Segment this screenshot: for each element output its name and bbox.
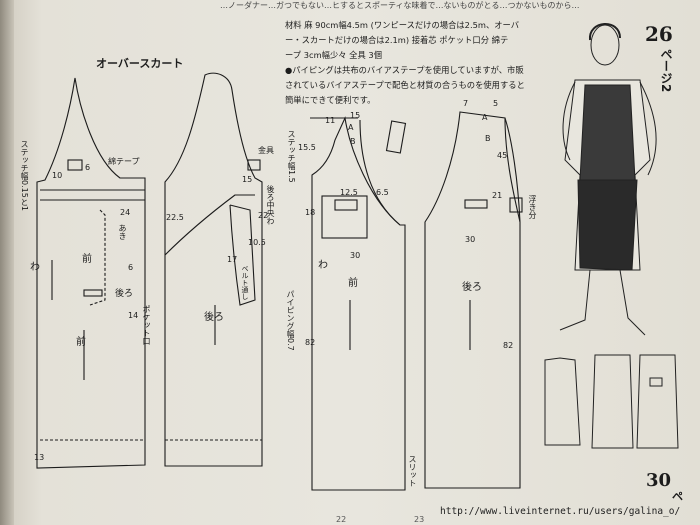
back-armhole [504,117,521,223]
slit-label: スリット [408,455,417,487]
belt-loop-label: ベルト通し [241,265,249,300]
footer-page-number-right: 23 [414,515,425,524]
dim-label: 22.5 [166,213,184,222]
stitch-width-label: ステッチ幅0.15と1 [20,140,29,211]
model-leg [559,269,591,331]
model-arm [562,81,576,161]
dim-label: 13 [34,453,44,462]
back-opening-line [164,194,255,256]
grain-label: わ [318,259,328,271]
dim-label: 30 [465,235,475,244]
materials-line: ●パイピングは共布のバイアステープを使用していますが、市販 [285,65,524,75]
tab-piece [385,120,407,154]
dim-label: 82 [305,338,315,347]
dim-label: 6 [85,163,90,172]
pattern-title: オーバースカート [96,57,184,70]
page-number-30: 30 [646,470,672,491]
model-hair [588,23,621,41]
label-back: 後ろ [115,287,133,299]
dim-label: 17 [227,255,237,264]
model-head [590,24,620,66]
materials-line: 材料 麻 90cm幅4.5m (ワンピースだけの場合は2.5m、オーバ [285,20,520,30]
side-fitting [509,197,523,213]
flat-sketch-overskirt [544,357,581,446]
top-text-strip: …ノーダナー…ガつでもない…ヒするとスポーティな味着で…ないものがとる…つかない… [220,1,580,10]
pocket-marker [83,289,103,297]
label-front: 前 [82,252,92,265]
dim-label: 7 [463,99,468,108]
grain-label: わ [30,261,40,273]
page-number-label: ページ2 [659,48,673,93]
label-back: 後ろ [462,280,482,293]
fittings-label: 金具 [258,145,274,155]
dim-label: 21 [492,191,502,200]
materials-line: されているバイアステープで配色と材質の合うものを使用すると [285,80,525,90]
materials-line: ープ 3cm幅少々 全具 3個 [285,50,382,60]
dim-label: 6.5 [376,188,389,197]
pocket-flap [334,199,358,211]
page-gutter [0,0,14,525]
dim-label: 45 [497,151,507,160]
fittings-marker [247,159,261,171]
dim-label: 12.5 [340,188,358,197]
float-label: 浮き分 [528,195,537,219]
materials-text: 材料 麻 90cm幅4.5m (ワンピースだけの場合は2.5m、オーバ ー・スカ… [285,18,585,108]
back-pocket [464,199,488,209]
model-leg [619,269,646,336]
label-front: 前 [76,335,86,348]
label-back: 後ろ [204,310,224,323]
dim-label: B [485,134,491,143]
dim-label: 15 [350,111,360,120]
overskirt-front-piece [36,77,146,469]
materials-line: 簡単にできて便利です。 [285,95,376,105]
dim-label: 5 [493,99,498,108]
stitch-width-label-2: ステッチ幅1.5 [287,130,296,183]
footer-page-number-left: 22 [336,515,347,524]
page-number-30-label: ペ [672,490,683,503]
dress-front-piece [311,116,406,491]
dim-label: 82 [503,341,513,350]
dim-label: A [482,113,488,122]
back-center-label: 後ろ中央わ [266,185,275,225]
flat-sketch-pocket [649,377,663,387]
dim-label: B [350,137,356,146]
overdress-skirt [577,179,638,271]
dim-label: 10.5 [248,238,266,247]
dim-label: A [348,123,354,132]
fittings-marker [67,159,83,171]
dim-label: 15.5 [298,143,316,152]
piping-width-label: パイピング幅0.7 [286,290,295,351]
dress-back-piece [424,111,521,489]
dim-label: 10 [52,171,62,180]
dim-label: 15 [242,175,252,184]
dim-label: 22 [258,211,268,220]
front-pocket [321,195,368,239]
overdress-bodice [579,84,636,181]
watermark-url: http://www.liveinternet.ru/users/galina_… [440,506,681,517]
belt-tape-label: 綿テープ [108,156,140,166]
materials-line: ー・スカートだけの場合は2.1m) 接着芯 ポケット口分 綿テ [285,35,509,45]
dim-label: 30 [350,251,360,260]
model-arm [639,81,657,176]
dim-label: 6 [128,263,133,272]
flat-sketch-back [636,354,679,449]
label-front: 前 [348,276,358,289]
dim-label: 24 [120,208,130,217]
dim-label: 18 [305,208,315,217]
flat-sketch-dress [591,354,634,449]
back-panel-line [229,204,256,306]
armhole-curve [359,119,401,226]
dim-label: 11 [325,116,335,125]
overskirt-back-piece [164,72,263,467]
pocket-opening-label: ポケット口 [142,305,151,345]
dim-label: 14 [128,311,138,320]
opening-label: あき [118,224,127,240]
page-number: 26 [645,22,673,46]
